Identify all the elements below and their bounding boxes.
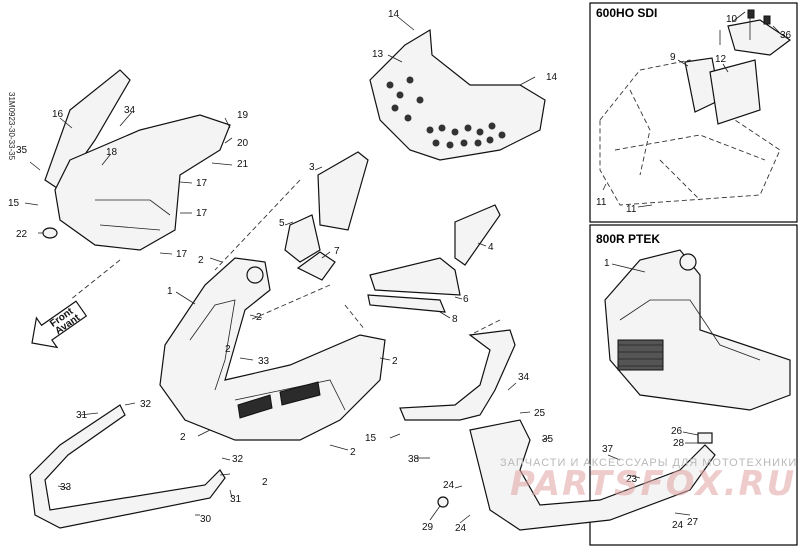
callout: 5 [279,218,285,229]
callout: 29 [422,522,434,533]
callout: 30 [200,514,212,525]
callout: 19 [237,110,249,121]
callout: 2 [198,255,204,266]
callout: 27 [687,517,699,528]
callout: 28 [673,438,685,449]
inset-800r-ptek-title: 800R PTEK [596,232,660,246]
callout: 25 [534,408,546,419]
callout: 36 [780,30,792,41]
callout: 7 [334,246,340,257]
callout: 8 [452,314,458,325]
callout: 17 [176,249,188,260]
callout: 17 [196,208,208,219]
inset-600ho-sdi: 600HO SDI 10 36 9 12 11 11 [589,2,798,223]
part-lower-rail [415,419,716,531]
callout: 14 [546,72,558,83]
watermark-logo: PARTSFOX.RU [510,464,796,504]
part-upper-panel [24,69,233,255]
callout: 9 [670,52,676,63]
callout: 12 [715,54,727,65]
watermark-tagline: ЗАПЧАСТИ И АКСЕССУАРЫ ДЛЯ МОТОТЕХНИКИ [500,457,797,469]
part-1-bottom-pan [159,257,391,451]
callout: 34 [124,105,136,116]
callout: 32 [140,399,152,410]
callout: 1 [167,286,173,297]
callout: 4 [488,242,494,253]
callout: 33 [60,482,72,493]
part-foam-pads [284,151,501,319]
callout: 1 [604,258,610,269]
callout: 38 [408,454,420,465]
callout: 24 [672,520,684,531]
diagram-code: 31M0923-30-33-35 [7,92,16,161]
callout: 2 [392,356,398,367]
callout: 35 [16,145,28,156]
part-13-grille [369,16,546,161]
callout: 33 [258,356,270,367]
callout: 37 [602,444,614,455]
callout: 31 [76,410,88,421]
callout: 2 [180,432,186,443]
callout: 13 [372,49,384,60]
callout: 15 [365,433,377,444]
callout: 17 [196,178,208,189]
callout: 2 [350,447,356,458]
callout: 24 [443,480,455,491]
callout: 16 [52,109,64,120]
callout: 10 [726,14,738,25]
callout: 20 [237,138,249,149]
callout: 2 [262,477,268,488]
callout: 3 [309,162,315,173]
callout: 32 [232,454,244,465]
part-30-front-bumper [29,402,233,529]
callout: 6 [463,294,469,305]
callout: 34 [518,372,530,383]
callout: 35 [542,434,554,445]
part-side-bracket [389,329,551,441]
callout: 14 [388,9,400,20]
callout: 15 [8,198,20,209]
callout: 2 [256,312,262,323]
callout: 21 [237,159,249,170]
callout: 23 [626,474,638,485]
callout: 2 [225,344,231,355]
callout: 11 [596,197,607,208]
front-arrow-icon: Front Avant [31,300,88,349]
callout: 26 [671,426,683,437]
callout: 24 [455,523,467,534]
callout: 18 [106,147,118,158]
callout: 31 [230,494,242,505]
inset-600ho-sdi-title: 600HO SDI [596,6,657,20]
callout: 11 [626,204,637,215]
callout: 22 [16,229,28,240]
